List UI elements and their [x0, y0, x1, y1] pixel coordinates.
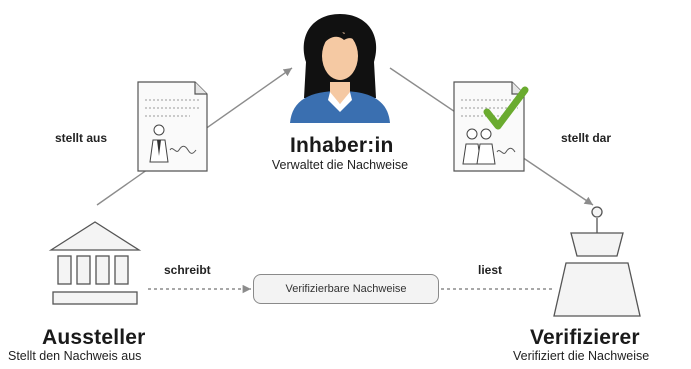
verifier-device-icon [553, 206, 641, 317]
verifiable-credentials-registry: Verifizierbare Nachweise [253, 274, 439, 304]
verifier-subtitle: Verifiziert die Nachweise [513, 349, 650, 363]
issuer-subtitle: Stellt den Nachweis aus [8, 349, 142, 363]
issuer-title: Aussteller [42, 326, 146, 349]
verifier-title: Verifizierer [530, 326, 640, 349]
holder-subtitle: Verwaltet die Nachweise [271, 158, 409, 172]
issued-credential-document-icon [137, 81, 208, 172]
presents-edge-label: stellt dar [561, 131, 612, 145]
presented-credential-document-icon [453, 81, 529, 172]
holder-title: Inhaber:in [290, 134, 394, 157]
holder-person-icon [290, 14, 390, 123]
reads-edge-label: liest [478, 263, 503, 277]
issuer-building-icon [48, 221, 142, 305]
writes-edge-label: schreibt [164, 263, 211, 277]
checkmark-icon [483, 86, 529, 130]
issues-edge-label: stellt aus [55, 131, 108, 145]
